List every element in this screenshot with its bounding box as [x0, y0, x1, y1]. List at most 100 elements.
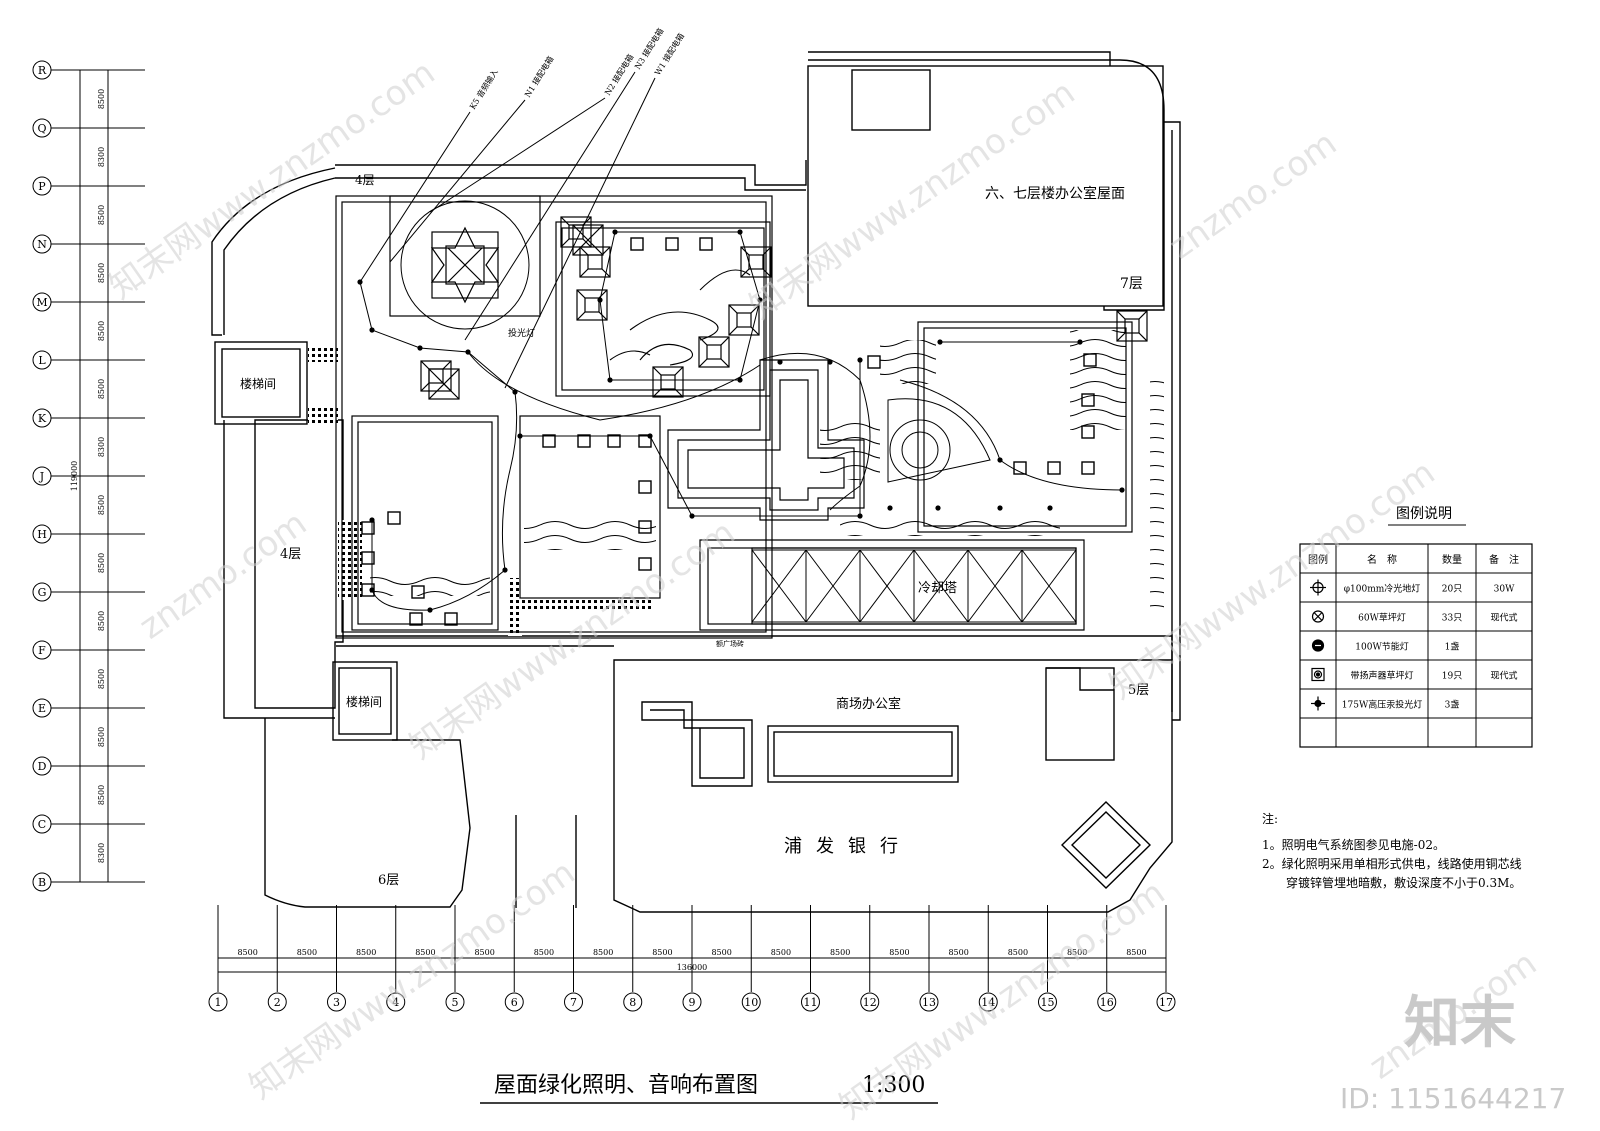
lawn-lamp: [444, 612, 458, 626]
watermark-site-1: 知末网www.znzmo.com: [102, 53, 442, 308]
floor4-top-label: 4层: [355, 173, 375, 187]
rosette-feature: [887, 398, 991, 483]
garden-lamp-core: [584, 297, 600, 313]
row-axis-label: D: [38, 760, 47, 773]
garden-lamp-bevel: [720, 358, 730, 368]
watermark-site-2: znzmo.com: [132, 503, 314, 647]
legend-header: 名 称: [1367, 553, 1397, 566]
lawn-lamp: [699, 237, 713, 251]
col-axis-label: 10: [744, 996, 758, 1009]
row-axis-spacing: 8500: [97, 669, 106, 689]
wiring-node: [827, 359, 833, 365]
legend-frame: [1299, 543, 1533, 748]
floor5-label: 5层: [1128, 683, 1149, 698]
lawn-lamp-squares: [361, 237, 1097, 626]
garden-lamp-bevel: [576, 289, 586, 299]
legend-item-note: 30W: [1494, 585, 1515, 595]
cooling-tower-cell: [1021, 549, 1077, 623]
legend-item-qty: 19只: [1442, 672, 1462, 682]
col-axis-label: 5: [452, 996, 459, 1009]
garden-lamp-bevel: [1116, 310, 1126, 320]
garden-lamp-core: [736, 312, 752, 328]
garden-lamp-bevel: [579, 268, 589, 278]
legend-symbol-x-circle-icon: [1311, 610, 1325, 623]
garden-lamp-bevel: [720, 336, 730, 346]
row-axis-spacing: 8500: [97, 89, 106, 109]
row-axis-label: G: [38, 586, 47, 599]
lawn-lamp: [1013, 461, 1027, 475]
wiring-node: [997, 505, 1003, 511]
col-axis-label: 9: [689, 996, 696, 1009]
junction-box: [428, 368, 460, 400]
spotlight-label: 投光灯: [508, 327, 535, 339]
drawing-title: 屋面绿化照明、音响布置图: [494, 1073, 758, 1098]
legend-item-name: 175W高压汞投光灯: [1342, 699, 1422, 711]
wiring-node: [935, 505, 941, 511]
col-axis-spacing: 8500: [1008, 948, 1028, 957]
garden-lamp-bevel: [582, 238, 592, 248]
legend-symbol-cross-circle-icon: [1310, 579, 1326, 596]
garden-lamp-bevel: [576, 311, 586, 321]
col-axis-label: 6: [511, 996, 518, 1009]
lawn-lamp: [361, 521, 375, 535]
row-axis-spacing: 8500: [97, 379, 106, 399]
col-axis-bubble: [208, 992, 228, 1012]
col-axis-bubble: [741, 992, 761, 1012]
garden-lamp: [728, 304, 760, 336]
wiring-node: [777, 359, 783, 365]
row-axis-spacing: 8500: [97, 263, 106, 283]
lawn-lamp: [638, 434, 652, 448]
row-axis-spacing: 8500: [97, 495, 106, 515]
stair-room-lower-label: 楼梯间: [346, 694, 382, 709]
cooling-tower-cross: [859, 549, 915, 623]
building-outlines: [211, 51, 1181, 913]
row-axis-label: P: [38, 180, 46, 193]
col-axis-label: 16: [1100, 996, 1114, 1009]
col-axis-bubble: [504, 992, 524, 1012]
row-axis-label: E: [38, 702, 46, 715]
row-axis-label: B: [38, 876, 46, 889]
plaza-tile-label: 额广场砖: [716, 639, 744, 648]
legend-symbol-dot-circle-icon: [1311, 639, 1325, 652]
garden-lamp-bevel: [560, 238, 570, 248]
col-axis-spacing: 8500: [415, 948, 435, 957]
cooling-tower-cross: [967, 549, 1023, 623]
garden-lamp-bevel: [698, 358, 708, 368]
stair-room-upper-label: 楼梯间: [240, 376, 276, 391]
garden-lamp-bevel: [652, 388, 662, 398]
note-line-1: 1。照明电气系统图参见电施-02。: [1262, 837, 1445, 852]
row-axis-spacing: 8500: [97, 321, 106, 341]
lawn-lamp: [409, 612, 423, 626]
drawing-scale: 1:300: [862, 1073, 925, 1098]
room-labels: 楼梯间 楼梯间 4层 4层 6层 7层 5层 六、七层楼办公室屋面 冷却塔 商场…: [240, 173, 1149, 888]
legend-item-qty: 20只: [1442, 585, 1462, 595]
col-axis-label: 12: [863, 996, 877, 1009]
lawn-lamp: [1083, 353, 1097, 367]
lawn-lamp: [638, 557, 652, 571]
garden-lamp-bevel: [674, 388, 684, 398]
garden-lamp-bevel: [740, 268, 750, 278]
col-axis-spacing: 8500: [356, 948, 376, 957]
garden-lamp-bevel: [1138, 332, 1148, 342]
col-axis-bubble: [860, 992, 880, 1012]
col-axis-spacing: 8500: [593, 948, 613, 957]
legend-item-name: 带扬声器草坪灯: [1350, 670, 1413, 682]
garden-lamp-bevel: [579, 246, 589, 256]
note-line-2: 2。绿化照明采用单相形式供电，线路使用铜芯线: [1262, 856, 1522, 871]
garden-lamp-core: [587, 254, 603, 270]
garden-lamp-bevel: [750, 326, 760, 336]
col-axis-spacing: 8500: [830, 948, 850, 957]
lawn-lamp: [1081, 393, 1095, 407]
col-axis-spacing: 8500: [534, 948, 554, 957]
garden-lamp-bevel: [1116, 332, 1126, 342]
col-axis-label: 15: [1041, 996, 1055, 1009]
row-axis-label: J: [39, 470, 44, 483]
col-axis-label: 17: [1159, 996, 1173, 1009]
lawn-lamp: [867, 355, 881, 369]
row-axis-spacing: 8500: [97, 727, 106, 747]
col-axis-bubble: [801, 992, 820, 1012]
cooling-tower-cross: [913, 549, 969, 623]
legend-item-qty: 1盏: [1445, 641, 1460, 653]
